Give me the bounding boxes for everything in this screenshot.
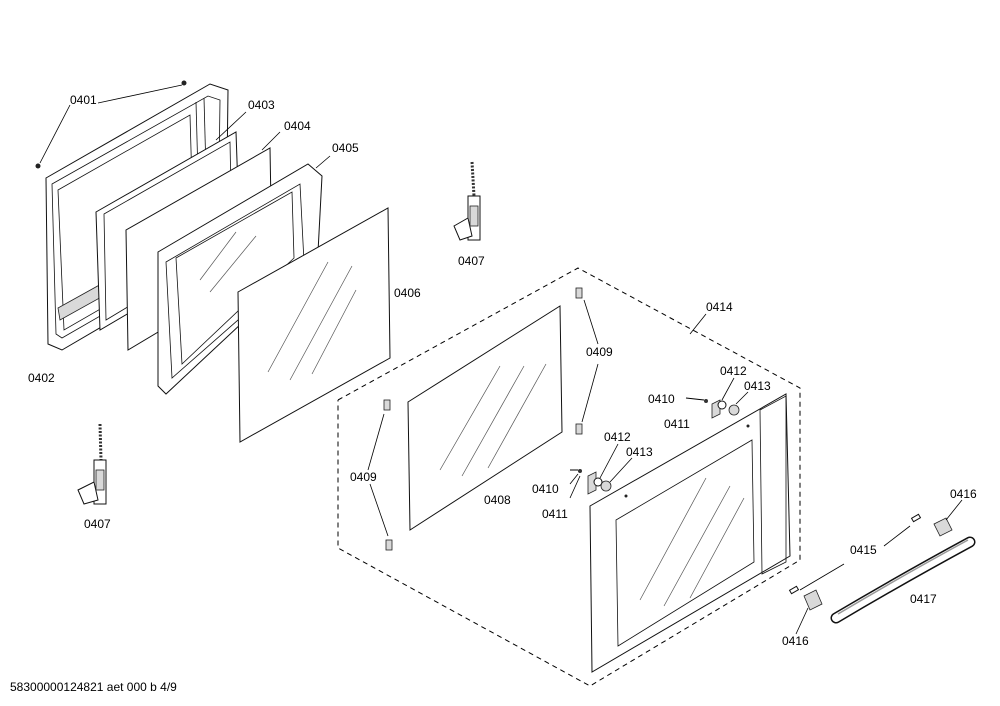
label-0404: 0404 [284,119,311,133]
label-0413-bottom: 0413 [626,445,653,459]
label-0414: 0414 [706,300,733,314]
part-0406-glass-pane [237,207,391,443]
label-0403: 0403 [248,98,275,112]
drawing-reference: 58300000124821 aet 000 b 4/9 [10,680,177,694]
part-0408-glass [407,305,563,531]
label-0411-top: 0411 [664,417,690,431]
label-0407-bottom: 0407 [84,517,111,531]
part-0407-hinge-bottom [77,423,107,505]
label-0411-bottom: 0411 [542,507,568,521]
label-0402: 0402 [28,371,55,385]
label-0408: 0408 [484,493,511,507]
part-0410-0413-fasteners [570,397,740,495]
label-0412-top: 0412 [720,364,747,378]
label-0409-right: 0409 [586,345,613,359]
label-0406: 0406 [394,286,421,300]
part-outer-door-panel [589,393,791,673]
label-0412-bottom: 0412 [604,430,631,444]
label-0416-left: 0416 [782,634,809,648]
label-0413-top: 0413 [744,379,771,393]
label-0407-top: 0407 [458,254,485,268]
label-0415: 0415 [850,543,877,557]
label-0409-left: 0409 [350,470,377,484]
label-0417: 0417 [910,592,937,606]
label-0405: 0405 [332,141,359,155]
label-0410-top: 0410 [648,392,675,406]
label-0410-bottom: 0410 [532,482,559,496]
part-0415-0417-handle [788,513,976,624]
assembly-0414-outline [337,267,801,687]
part-0409-clips [383,287,583,551]
part-0407-hinge-top [453,161,481,241]
label-0401: 0401 [70,93,97,107]
label-0416-right: 0416 [950,487,977,501]
